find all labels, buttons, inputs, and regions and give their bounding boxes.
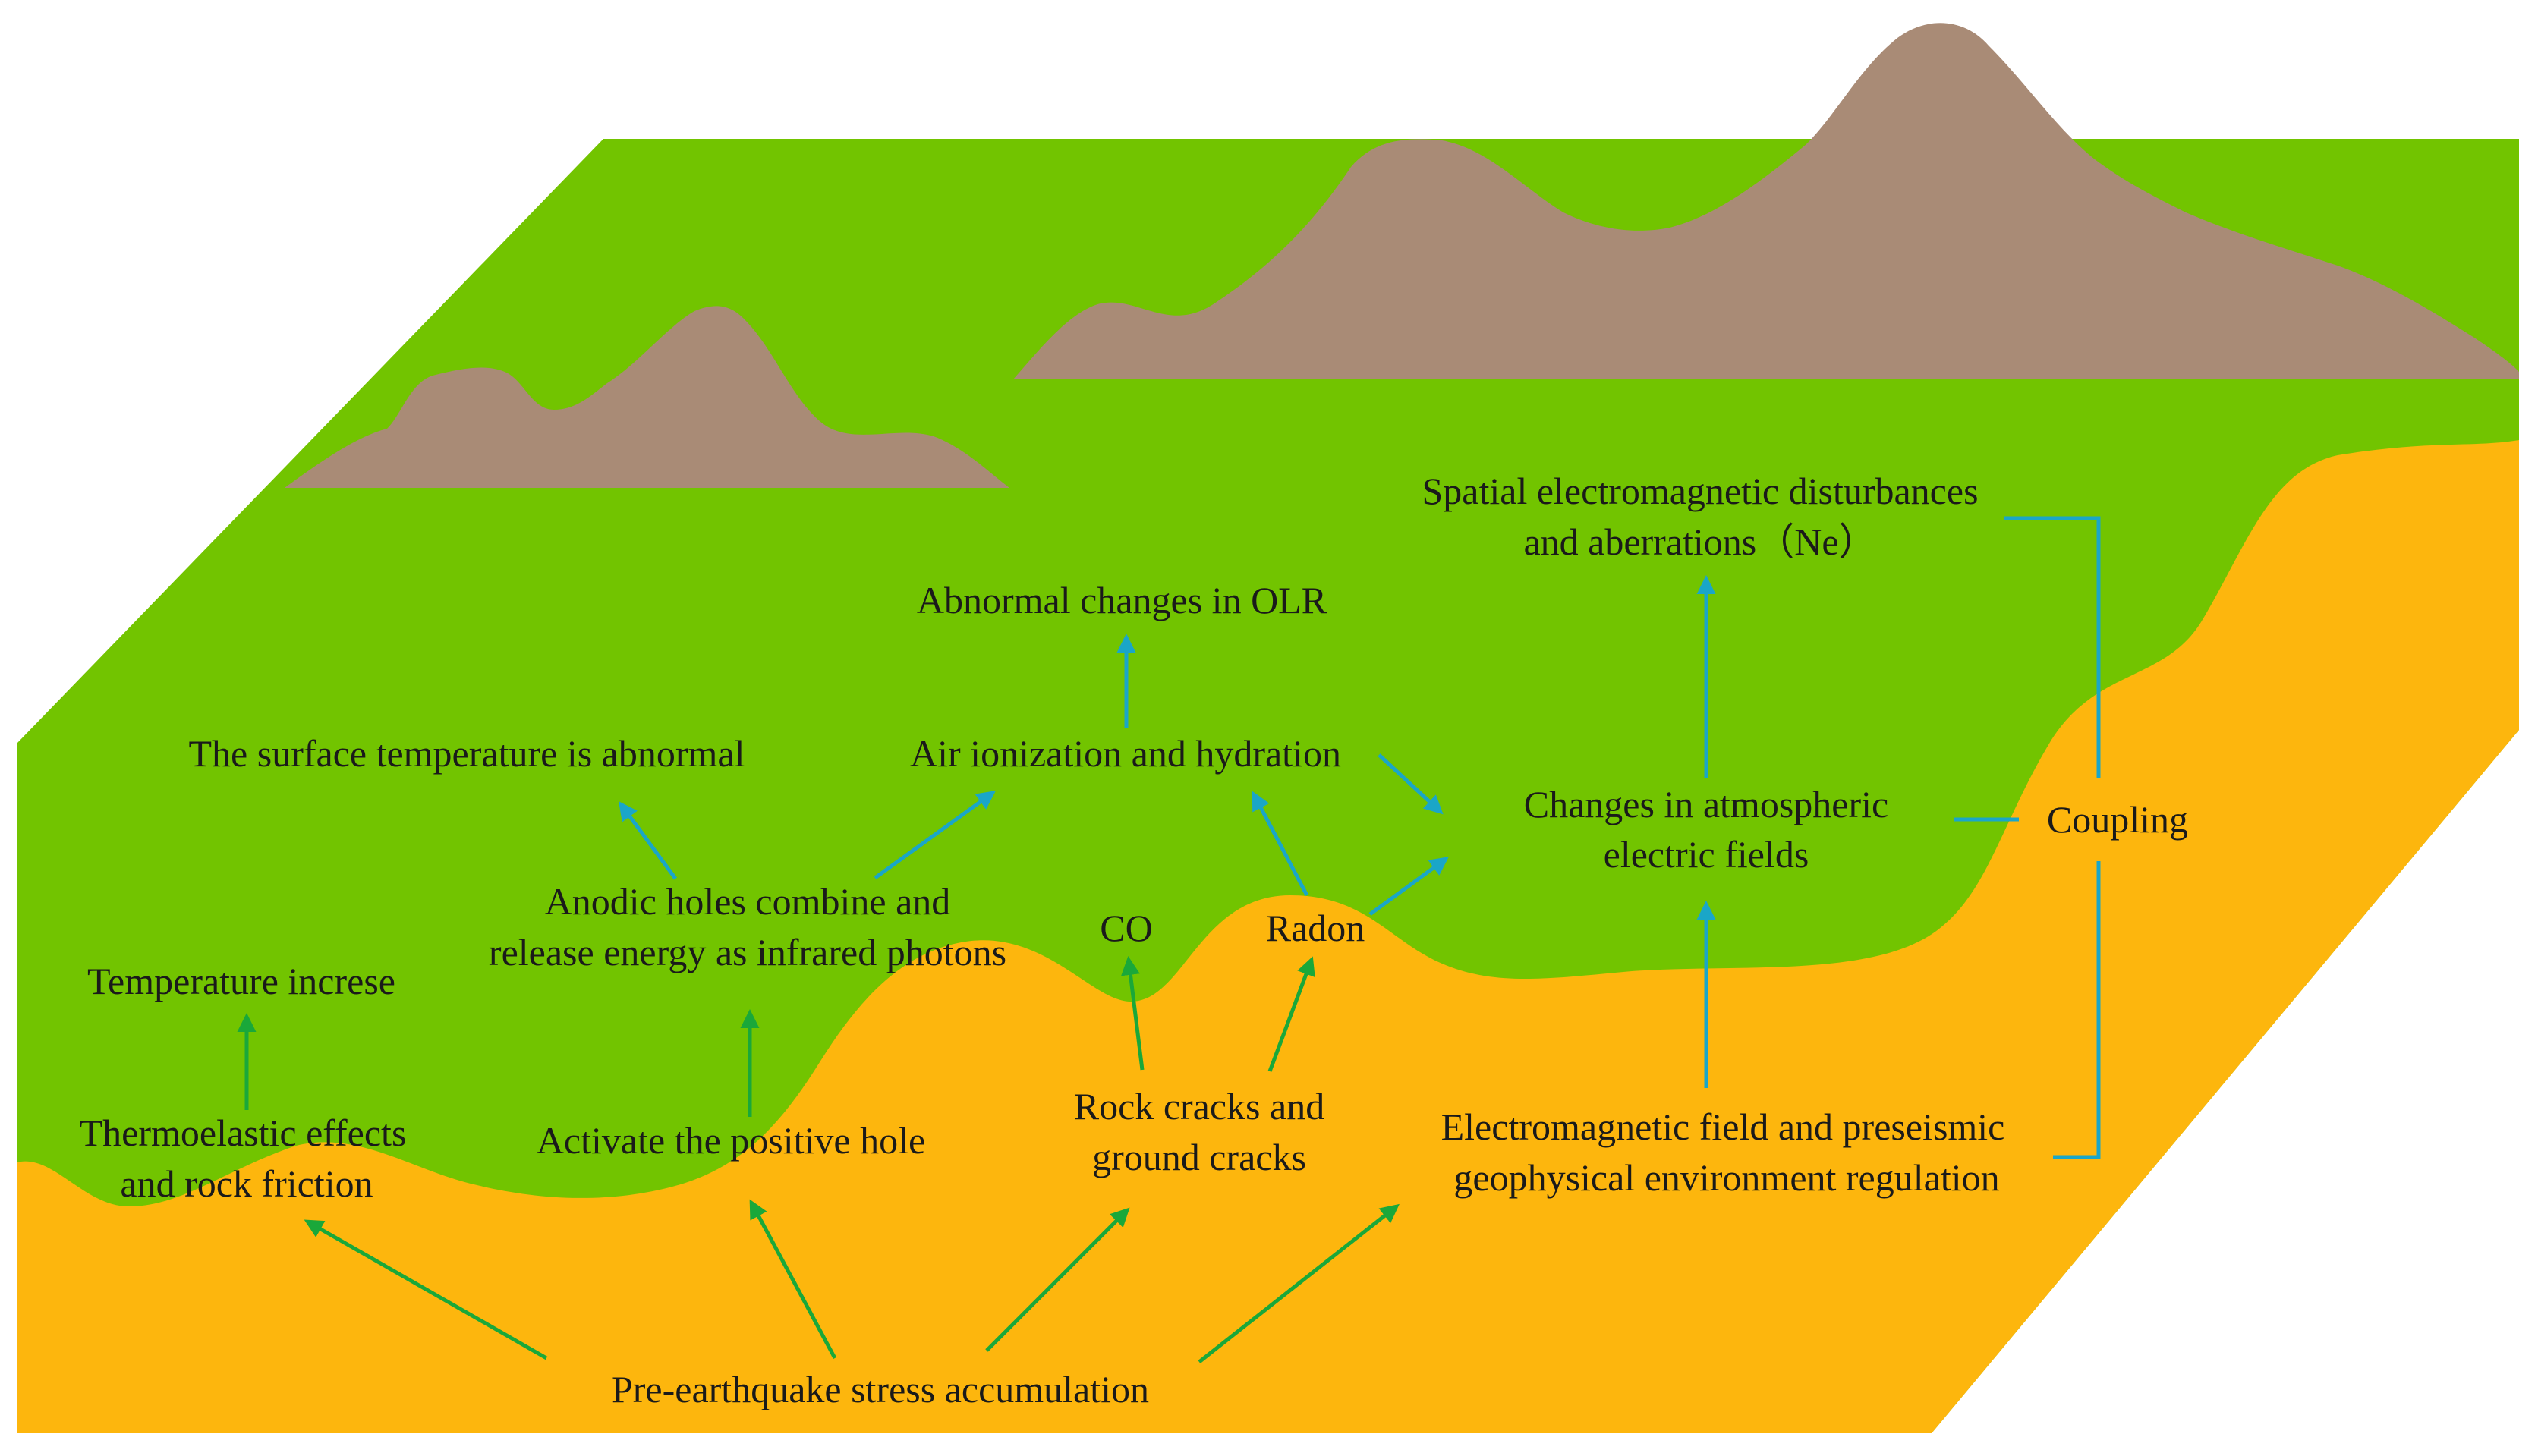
label-anodic-line2: release energy as infrared photons [489, 931, 1006, 973]
arrow-radon-to-atm [1368, 857, 1450, 917]
arrow-air-to-atm [1378, 753, 1444, 815]
label-atm-field-line2: electric fields [1604, 833, 1809, 876]
orange-subsurface-layer [17, 440, 2519, 1433]
label-radon: Radon [1266, 907, 1365, 949]
label-atm-field-line1: Changes in atmospheric [1524, 783, 1888, 825]
label-thermo-line1: Thermoelastic effects [80, 1112, 407, 1154]
label-anodic-line1: Anodic holes combine and [545, 880, 951, 923]
green-arrows [237, 956, 1400, 1363]
label-surface-temp: The surface temperature is abnormal [189, 732, 745, 775]
label-coupling: Coupling [2047, 798, 2188, 841]
arrow-radon-to-air [1252, 791, 1309, 897]
arrow-stress-to-thermo [304, 1219, 548, 1360]
arrow-stress-to-em-field [1198, 1203, 1400, 1363]
blue-arrows [619, 516, 2101, 1159]
mountain-left [285, 306, 1009, 488]
label-activate-hole: Activate the positive hole [537, 1119, 925, 1162]
label-spatial-line2: and aberrations（Ne） [1523, 520, 1876, 563]
label-co: CO [1100, 907, 1152, 949]
arrow-stress-to-cracks [985, 1207, 1130, 1352]
label-olr: Abnormal changes in OLR [917, 579, 1327, 621]
arrow-cracks-to-radon [1267, 956, 1315, 1072]
label-rock-cracks-line1: Rock cracks and [1074, 1085, 1324, 1127]
label-spatial-line1: Spatial electromagnetic disturbances [1422, 470, 1978, 512]
label-thermo-line2: and rock friction [120, 1162, 373, 1205]
label-stress: Pre-earthquake stress accumulation [612, 1368, 1149, 1410]
coupling-bracket-bottom [2053, 861, 2101, 1159]
label-em-field-line1: Electromagnetic field and preseismic [1441, 1105, 2005, 1148]
arrow-stress-to-activate [749, 1199, 837, 1360]
label-temp-increase: Temperature increse [87, 960, 395, 1002]
label-air-ionization: Air ionization and hydration [910, 732, 1341, 775]
arrow-anodic-to-air-ionization [874, 791, 997, 880]
labels: Pre-earthquake stress accumulation Therm… [80, 470, 2188, 1410]
label-em-field-line2: geophysical environment regulation [1453, 1156, 1999, 1199]
arrow-cracks-to-co [1121, 956, 1145, 1071]
label-rock-cracks-line2: ground cracks [1092, 1136, 1306, 1178]
mountain-right [1013, 23, 2519, 380]
arrow-anodic-to-surface-temp [619, 800, 678, 880]
coupling-bracket-top [2004, 516, 2101, 778]
